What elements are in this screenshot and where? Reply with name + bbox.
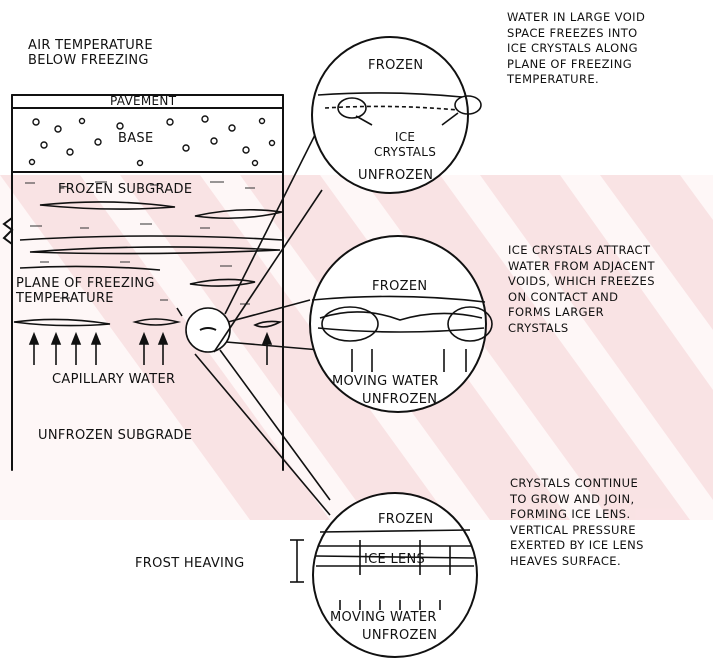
frost-heaving-bracket: [290, 540, 304, 582]
circle3-ice-lens-label: ICE LENS: [364, 552, 425, 567]
frozen-subgrade-label: FROZEN SUBGRADE: [58, 182, 192, 197]
circle1-frozen-label: FROZEN: [368, 58, 423, 73]
circle3-moving-water-label: MOVING WATER: [330, 610, 437, 625]
circle3-frozen-label: FROZEN: [378, 512, 433, 527]
circle2-moving-water-label: MOVING WATER: [332, 374, 439, 389]
note-stage-3: CRYSTALS CONTINUE TO GROW AND JOIN, FORM…: [510, 476, 644, 569]
unfrozen-subgrade-label: UNFROZEN SUBGRADE: [38, 428, 192, 443]
capillary-water-label: CAPILLARY WATER: [52, 372, 175, 387]
frost-heaving-label: FROST HEAVING: [135, 556, 245, 571]
circle3-unfrozen-label: UNFROZEN: [362, 628, 437, 643]
note-stage-2: ICE CRYSTALS ATTRACT WATER FROM ADJACENT…: [508, 243, 655, 336]
base-label: BASE: [118, 131, 153, 146]
plane-of-freezing-label: PLANE OF FREEZING TEMPERATURE: [16, 276, 155, 306]
air-temperature-label: AIR TEMPERATURE BELOW FREEZING: [28, 38, 153, 68]
circle2-unfrozen-label: UNFROZEN: [362, 392, 437, 407]
circle1-unfrozen-label: UNFROZEN: [358, 168, 433, 183]
circle2-frozen-label: FROZEN: [372, 279, 427, 294]
circle1-ice-crystals-label: ICE CRYSTALS: [374, 130, 436, 160]
focus-circle: [186, 308, 230, 352]
pavement-label: PAVEMENT: [110, 94, 176, 109]
note-stage-1: WATER IN LARGE VOID SPACE FREEZES INTO I…: [507, 10, 645, 88]
